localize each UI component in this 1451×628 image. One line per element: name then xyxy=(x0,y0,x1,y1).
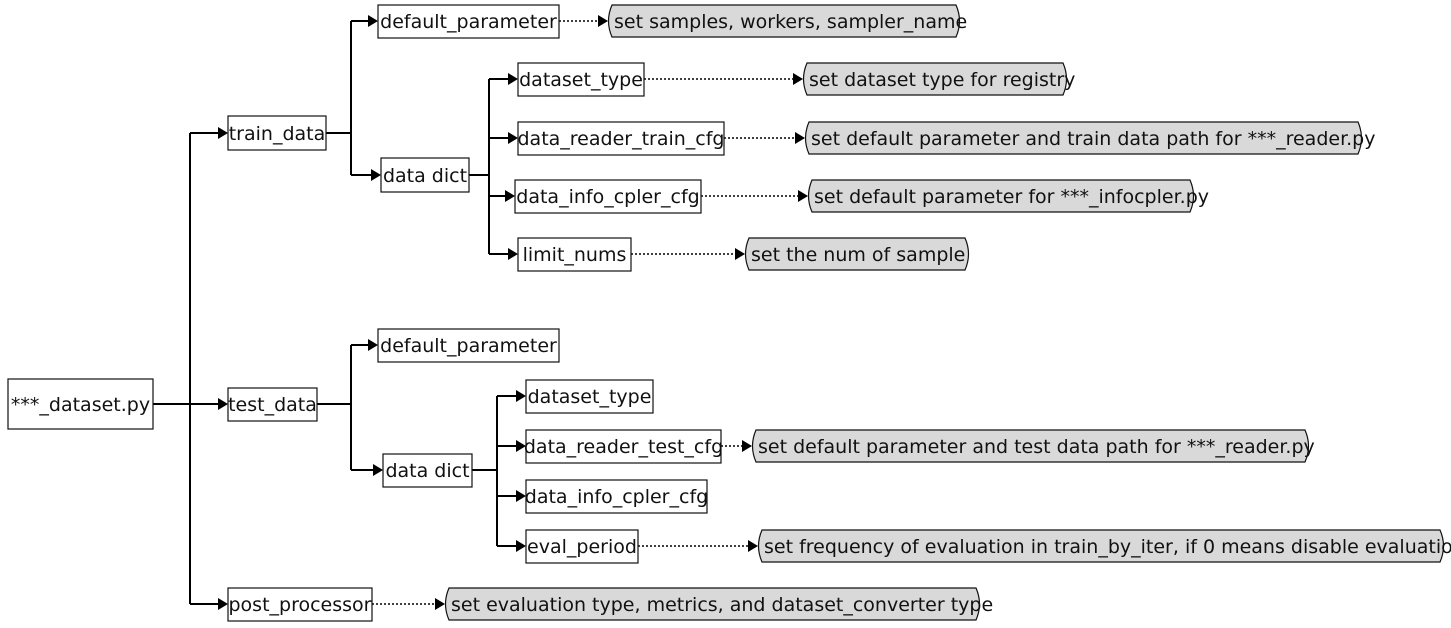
node-test-data-dict-label: data dict xyxy=(385,460,469,482)
node-train-default-parameter-label: default_parameter xyxy=(380,11,557,33)
note-train-default-parameter: set samples, workers, sampler_name xyxy=(607,4,967,38)
arrowhead xyxy=(735,248,745,260)
arrowhead xyxy=(218,598,228,610)
node-test-dataset-type-label: dataset_type xyxy=(528,386,652,408)
arrowhead xyxy=(508,132,518,144)
node-test-dataset-type[interactable]: dataset_type xyxy=(525,379,654,414)
edge-train-dict-trunk xyxy=(469,79,490,254)
edge-test-dict-trunk xyxy=(472,396,498,546)
tree-edges xyxy=(153,20,518,605)
node-train-dataset-type[interactable]: dataset_type xyxy=(517,62,645,97)
note-post-processor-text: set evaluation type, metrics, and datase… xyxy=(451,594,993,616)
note-train-limit-nums-text: set the num of sample xyxy=(751,244,965,266)
node-train-dataset-type-label: dataset_type xyxy=(519,69,643,91)
edge-test-trunk xyxy=(317,345,352,470)
node-root[interactable]: ***_dataset.py xyxy=(7,378,154,430)
arrowhead xyxy=(798,190,808,202)
note-test-data-reader-test-cfg: set default parameter and test data path… xyxy=(751,429,1315,463)
note-train-limit-nums: set the num of sample xyxy=(744,237,970,271)
arrowhead xyxy=(516,540,526,552)
node-test-data-label: test_data xyxy=(228,394,317,416)
node-train-data-dict-label: data dict xyxy=(383,165,467,187)
note-test-eval-period-text: set frequency of evaluation in train_by_… xyxy=(764,536,1451,558)
node-post-processor[interactable]: post_processor xyxy=(227,587,373,622)
note-train-default-parameter-text: set samples, workers, sampler_name xyxy=(614,11,967,33)
node-test-default-parameter-label: default_parameter xyxy=(380,335,557,357)
note-train-data-info-cpler-cfg-text: set default parameter for ***_infocpler.… xyxy=(814,186,1209,208)
arrowhead xyxy=(435,598,445,610)
note-train-dataset-type: set dataset type for registry xyxy=(802,62,1075,96)
edge-root-trunk xyxy=(153,133,191,604)
node-train-data-info-cpler-cfg-label: data_info_cpler_cfg xyxy=(516,186,699,208)
arrowhead xyxy=(793,73,803,85)
node-test-eval-period[interactable]: eval_period xyxy=(525,529,639,564)
arrowhead xyxy=(598,15,608,27)
arrowhead xyxy=(371,169,381,181)
node-train-data-reader-train-cfg-label: data_reader_train_cfg xyxy=(517,128,724,150)
node-test-data[interactable]: test_data xyxy=(227,387,318,422)
arrowhead xyxy=(508,248,518,260)
note-train-data-info-cpler-cfg: set default parameter for ***_infocpler.… xyxy=(807,179,1209,213)
node-train-data-info-cpler-cfg[interactable]: data_info_cpler_cfg xyxy=(514,179,702,214)
solid-arrowheads xyxy=(218,15,526,610)
arrowhead xyxy=(218,127,228,139)
arrowhead xyxy=(505,190,515,202)
node-train-default-parameter[interactable]: default_parameter xyxy=(377,4,560,39)
node-test-data-reader-test-cfg-label: data_reader_test_cfg xyxy=(524,436,723,458)
arrowhead xyxy=(795,132,805,144)
edge-train-trunk xyxy=(326,21,352,175)
note-train-dataset-type-text: set dataset type for registry xyxy=(809,69,1075,91)
node-train-limit-nums-label: limit_nums xyxy=(523,244,627,266)
note-test-eval-period: set frequency of evaluation in train_by_… xyxy=(757,529,1451,563)
arrowhead xyxy=(368,339,378,351)
note-test-data-reader-test-cfg-text: set default parameter and test data path… xyxy=(758,436,1315,458)
arrowhead xyxy=(373,464,383,476)
arrowhead xyxy=(368,15,378,27)
node-train-data-reader-train-cfg[interactable]: data_reader_train_cfg xyxy=(517,121,725,156)
node-test-data-dict[interactable]: data dict xyxy=(382,453,473,488)
arrowhead xyxy=(508,73,518,85)
dotted-connectors xyxy=(372,15,808,610)
node-test-eval-period-label: eval_period xyxy=(527,536,637,558)
node-train-limit-nums[interactable]: limit_nums xyxy=(517,237,632,272)
node-root-label: ***_dataset.py xyxy=(11,394,150,416)
arrowhead xyxy=(218,398,228,410)
note-train-data-reader-train-cfg: set default parameter and train data pat… xyxy=(804,121,1376,155)
node-post-processor-label: post_processor xyxy=(229,594,372,616)
node-test-data-info-cpler-cfg-label: data_info_cpler_cfg xyxy=(525,486,708,508)
node-test-data-info-cpler-cfg[interactable]: data_info_cpler_cfg xyxy=(525,479,708,514)
arrowhead xyxy=(516,390,526,402)
arrowhead xyxy=(748,540,758,552)
arrowhead xyxy=(742,440,752,452)
node-train-data[interactable]: train_data xyxy=(227,115,327,151)
arrowhead xyxy=(516,490,526,502)
node-test-data-reader-test-cfg[interactable]: data_reader_test_cfg xyxy=(524,429,723,464)
node-test-default-parameter[interactable]: default_parameter xyxy=(377,328,560,363)
arrowhead xyxy=(516,440,526,452)
node-train-data-label: train_data xyxy=(229,123,326,145)
note-train-data-reader-train-cfg-text: set default parameter and train data pat… xyxy=(811,128,1376,150)
note-post-processor: set evaluation type, metrics, and datase… xyxy=(444,587,993,621)
node-train-data-dict[interactable]: data dict xyxy=(380,157,470,193)
